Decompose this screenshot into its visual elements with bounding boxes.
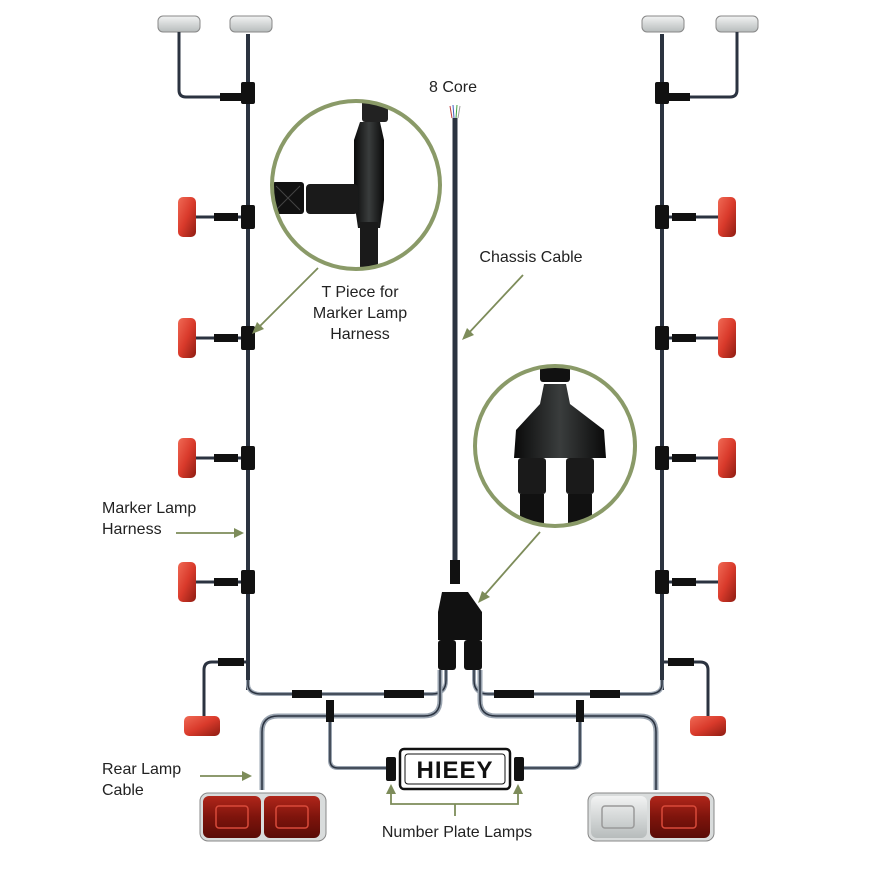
t-piece-arrow: [255, 267, 319, 331]
right-rear-lamp: [587, 792, 715, 842]
t-piece-label-line-3: Harness: [330, 326, 390, 343]
right-red-marker-lamp-1: [718, 197, 736, 237]
t-piece-label-line-1: T Piece for: [321, 284, 399, 301]
left-white-marker-lamp-2: [229, 15, 273, 33]
callout-arrows: [176, 267, 541, 816]
number-plate-lamp-left: [386, 757, 396, 781]
right-red-marker-lamp-4: [718, 562, 736, 602]
rear-lamp-label-line-2: Cable: [102, 782, 144, 799]
left-red-marker-lamp-1: [178, 197, 196, 237]
number-plate-text: HIEEY: [416, 757, 493, 784]
left-white-lamp-cable: [177, 32, 248, 99]
t-piece-detail-circle: [270, 99, 442, 271]
splitter-arrow: [481, 531, 541, 599]
rear-lamp-label-line-1: Rear Lamp: [102, 761, 181, 778]
right-red-marker-lamp-3: [718, 438, 736, 478]
text-labels: 8 Core Chassis Cable T Piece for Marker …: [102, 79, 583, 841]
marker-harness-label-line-1: Marker Lamp: [102, 500, 196, 517]
chassis-cable-label: Chassis Cable: [479, 249, 582, 266]
left-white-marker-lamp-1: [157, 15, 201, 33]
number-plate-lamp-right: [514, 757, 524, 781]
number-plate-assembly: HIEEY: [386, 747, 524, 791]
left-red-marker-lamp-2: [178, 318, 196, 358]
chassis-cable-arrow: [465, 274, 524, 337]
right-white-marker-lamp-2: [715, 15, 759, 33]
left-rear-lamp-red-segment-1: [203, 796, 261, 838]
left-marker-harness: [157, 15, 273, 736]
y-splitter: [438, 592, 482, 640]
right-red-marker-lamp-5: [690, 716, 726, 736]
splitter-detail-circle: [473, 364, 637, 528]
left-red-marker-lamp-4: [178, 562, 196, 602]
number-plate: [398, 747, 512, 791]
right-red-marker-lamp-2: [718, 318, 736, 358]
right-white-lamp-cable: [662, 32, 739, 99]
number-plate-lamps-bracket: [390, 790, 519, 805]
left-rear-lamp: [199, 792, 327, 842]
right-rear-lamp-red-segment-1: [650, 796, 710, 838]
left-rear-lamp-red-segment-2: [264, 796, 320, 838]
t-piece-label-line-2: Marker Lamp: [313, 305, 407, 322]
right-marker-harness: [641, 15, 759, 736]
left-top-connector: [220, 93, 250, 101]
eight-core-wire-ends: [449, 104, 461, 119]
right-rear-lamp-white-segment: [591, 796, 647, 838]
left-red-marker-lamp-3: [178, 438, 196, 478]
number-plate-lamps-label: Number Plate Lamps: [382, 824, 532, 841]
marker-harness-label-line-2: Harness: [102, 521, 162, 538]
right-white-marker-lamp-1: [641, 15, 685, 33]
chassis-cable-assembly: [246, 104, 664, 790]
eight-core-label: 8 Core: [429, 79, 477, 96]
left-red-marker-lamp-5: [184, 716, 220, 736]
